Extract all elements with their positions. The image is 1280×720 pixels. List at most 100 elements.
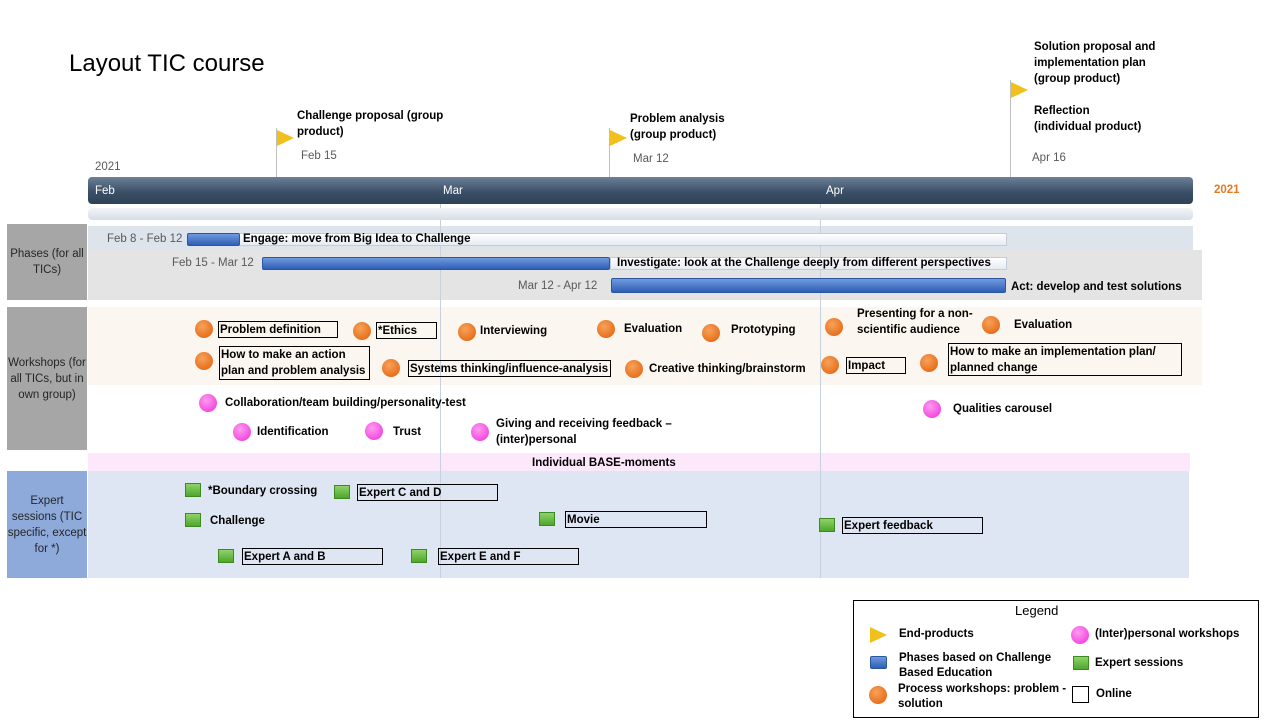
personal-workshop-icon	[199, 394, 217, 412]
personal-workshop-icon	[233, 423, 251, 441]
process-workshop-icon	[625, 360, 643, 378]
legend-process: Process workshops: problem - solution	[898, 683, 1067, 710]
expert-session-icon	[539, 512, 555, 526]
legend-phase-icon	[870, 656, 887, 669]
legend-flag-icon	[870, 627, 887, 643]
legend-personal-icon	[1071, 626, 1089, 644]
phase-2-bar	[262, 257, 610, 270]
process-workshop-icon	[821, 356, 839, 374]
workshop-systems-thinking: Systems thinking/influence-analysis	[408, 360, 611, 377]
expert-session-icon	[185, 483, 201, 497]
milestone-1-label: Challenge proposal (group product)	[297, 110, 444, 138]
expert-session-icon	[334, 485, 350, 499]
milestone-3-pole	[1010, 80, 1011, 177]
phase-2-label: Investigate: look at the Challenge deepl…	[617, 257, 991, 269]
phase-1-bar	[187, 233, 240, 246]
process-workshop-icon	[702, 324, 720, 342]
expert-session-icon	[218, 549, 234, 563]
legend: Legend End-products Phases based on Chal…	[853, 600, 1259, 718]
legend-expert-icon	[1073, 656, 1089, 670]
personal-workshop-icon	[471, 423, 489, 441]
section-workshops: Workshops (for all TICs, but in own grou…	[7, 307, 87, 450]
legend-end-products: End-products	[899, 628, 974, 640]
workshop-implementation-plan: How to make an implementation plan/ plan…	[948, 343, 1182, 376]
workshop-qualities-carousel: Qualities carousel	[953, 403, 1053, 415]
experts-band	[88, 471, 1189, 578]
expert-feedback: Expert feedback	[842, 517, 983, 534]
month-line-apr	[820, 204, 821, 578]
base-band	[88, 453, 1190, 471]
workshop-trust: Trust	[393, 426, 422, 438]
legend-phases: Phases based on Challenge Based Educatio…	[899, 652, 1052, 679]
legend-online-icon	[1072, 686, 1089, 703]
process-workshop-icon	[982, 316, 1000, 334]
process-workshop-icon	[195, 320, 213, 338]
process-workshop-icon	[458, 323, 476, 341]
process-workshop-icon	[382, 359, 400, 377]
process-workshop-icon	[195, 352, 213, 370]
expert-movie: Movie	[565, 511, 707, 528]
page-title: Layout TIC course	[69, 50, 265, 77]
phase-3-label: Act: develop and test solutions	[1011, 281, 1182, 293]
workshop-ethics: *Ethics	[376, 322, 437, 339]
personal-workshop-icon	[923, 400, 941, 418]
section-phases: Phases (for all TICs)	[7, 224, 87, 300]
workshop-presenting: Presenting for a non- scientific audienc…	[857, 308, 973, 336]
milestone-3-date: Apr 16	[1032, 152, 1066, 164]
milestone-2-label: Problem analysis (group product)	[630, 113, 725, 141]
workshop-interviewing: Interviewing	[480, 325, 548, 337]
milestone-1-pole	[276, 128, 277, 177]
milestone-1-date: Feb 15	[301, 150, 337, 162]
phase-1-dates: Feb 8 - Feb 12	[107, 233, 183, 245]
legend-online: Online	[1096, 688, 1132, 700]
month-feb: Feb	[95, 185, 115, 197]
phase-3-bar	[611, 278, 1006, 293]
legend-title: Legend	[1015, 603, 1059, 618]
phase-1-label: Engage: move from Big Idea to Challenge	[243, 233, 471, 245]
workshop-evaluation-1: Evaluation	[624, 323, 683, 335]
expert-challenge: Challenge	[210, 515, 265, 527]
legend-expert: Expert sessions	[1095, 657, 1184, 669]
legend-personal: (Inter)personal workshops	[1095, 628, 1240, 640]
workshop-action-plan: How to make an action plan and problem a…	[219, 346, 370, 380]
workshop-feedback: Giving and receiving feedback – (inter)p…	[496, 418, 672, 446]
milestone-3-flag-icon	[1011, 82, 1028, 98]
section-experts: Expert sessions (TIC specific, except fo…	[7, 471, 87, 578]
workshop-problem-definition: Problem definition	[218, 321, 338, 338]
milestone-2-date: Mar 12	[633, 153, 669, 165]
milestone-2-pole	[609, 128, 610, 177]
month-line-mar	[440, 204, 441, 578]
phase-2-dates: Feb 15 - Mar 12	[172, 257, 254, 269]
expert-e-and-f: Expert E and F	[438, 548, 579, 565]
workshop-prototyping: Prototyping	[731, 324, 796, 336]
year-right: 2021	[1214, 184, 1240, 196]
phase-2-track	[610, 257, 1007, 270]
process-workshop-icon	[597, 320, 615, 338]
base-moments-label: Individual BASE-moments	[532, 457, 676, 469]
timeline-bar	[88, 177, 1193, 204]
process-workshop-icon	[353, 322, 371, 340]
workshop-impact: Impact	[846, 357, 906, 374]
legend-process-icon	[869, 686, 887, 704]
timeline-subbar	[88, 208, 1193, 220]
process-workshop-icon	[920, 354, 938, 372]
expert-session-icon	[819, 518, 835, 532]
phase-3-dates: Mar 12 - Apr 12	[518, 280, 598, 292]
month-apr: Apr	[826, 185, 844, 197]
expert-session-icon	[185, 513, 201, 527]
workshop-evaluation-2: Evaluation	[1014, 319, 1073, 331]
workshop-identification: Identification	[257, 426, 329, 438]
personal-workshop-icon	[365, 422, 383, 440]
process-workshop-icon	[825, 318, 843, 336]
workshop-collaboration: Collaboration/team building/personality-…	[225, 397, 466, 409]
year-left: 2021	[95, 161, 121, 173]
milestone-1-flag-icon	[277, 130, 294, 146]
expert-session-icon	[411, 549, 427, 563]
expert-boundary-crossing: *Boundary crossing	[208, 485, 318, 497]
expert-a-and-b: Expert A and B	[242, 548, 383, 565]
month-mar: Mar	[443, 185, 463, 197]
milestone-3-label: Solution proposal and implementation pla…	[1034, 41, 1156, 133]
milestone-2-flag-icon	[610, 130, 627, 146]
workshop-creative-thinking: Creative thinking/brainstorm	[649, 363, 806, 375]
expert-c-and-d: Expert C and D	[357, 484, 498, 501]
